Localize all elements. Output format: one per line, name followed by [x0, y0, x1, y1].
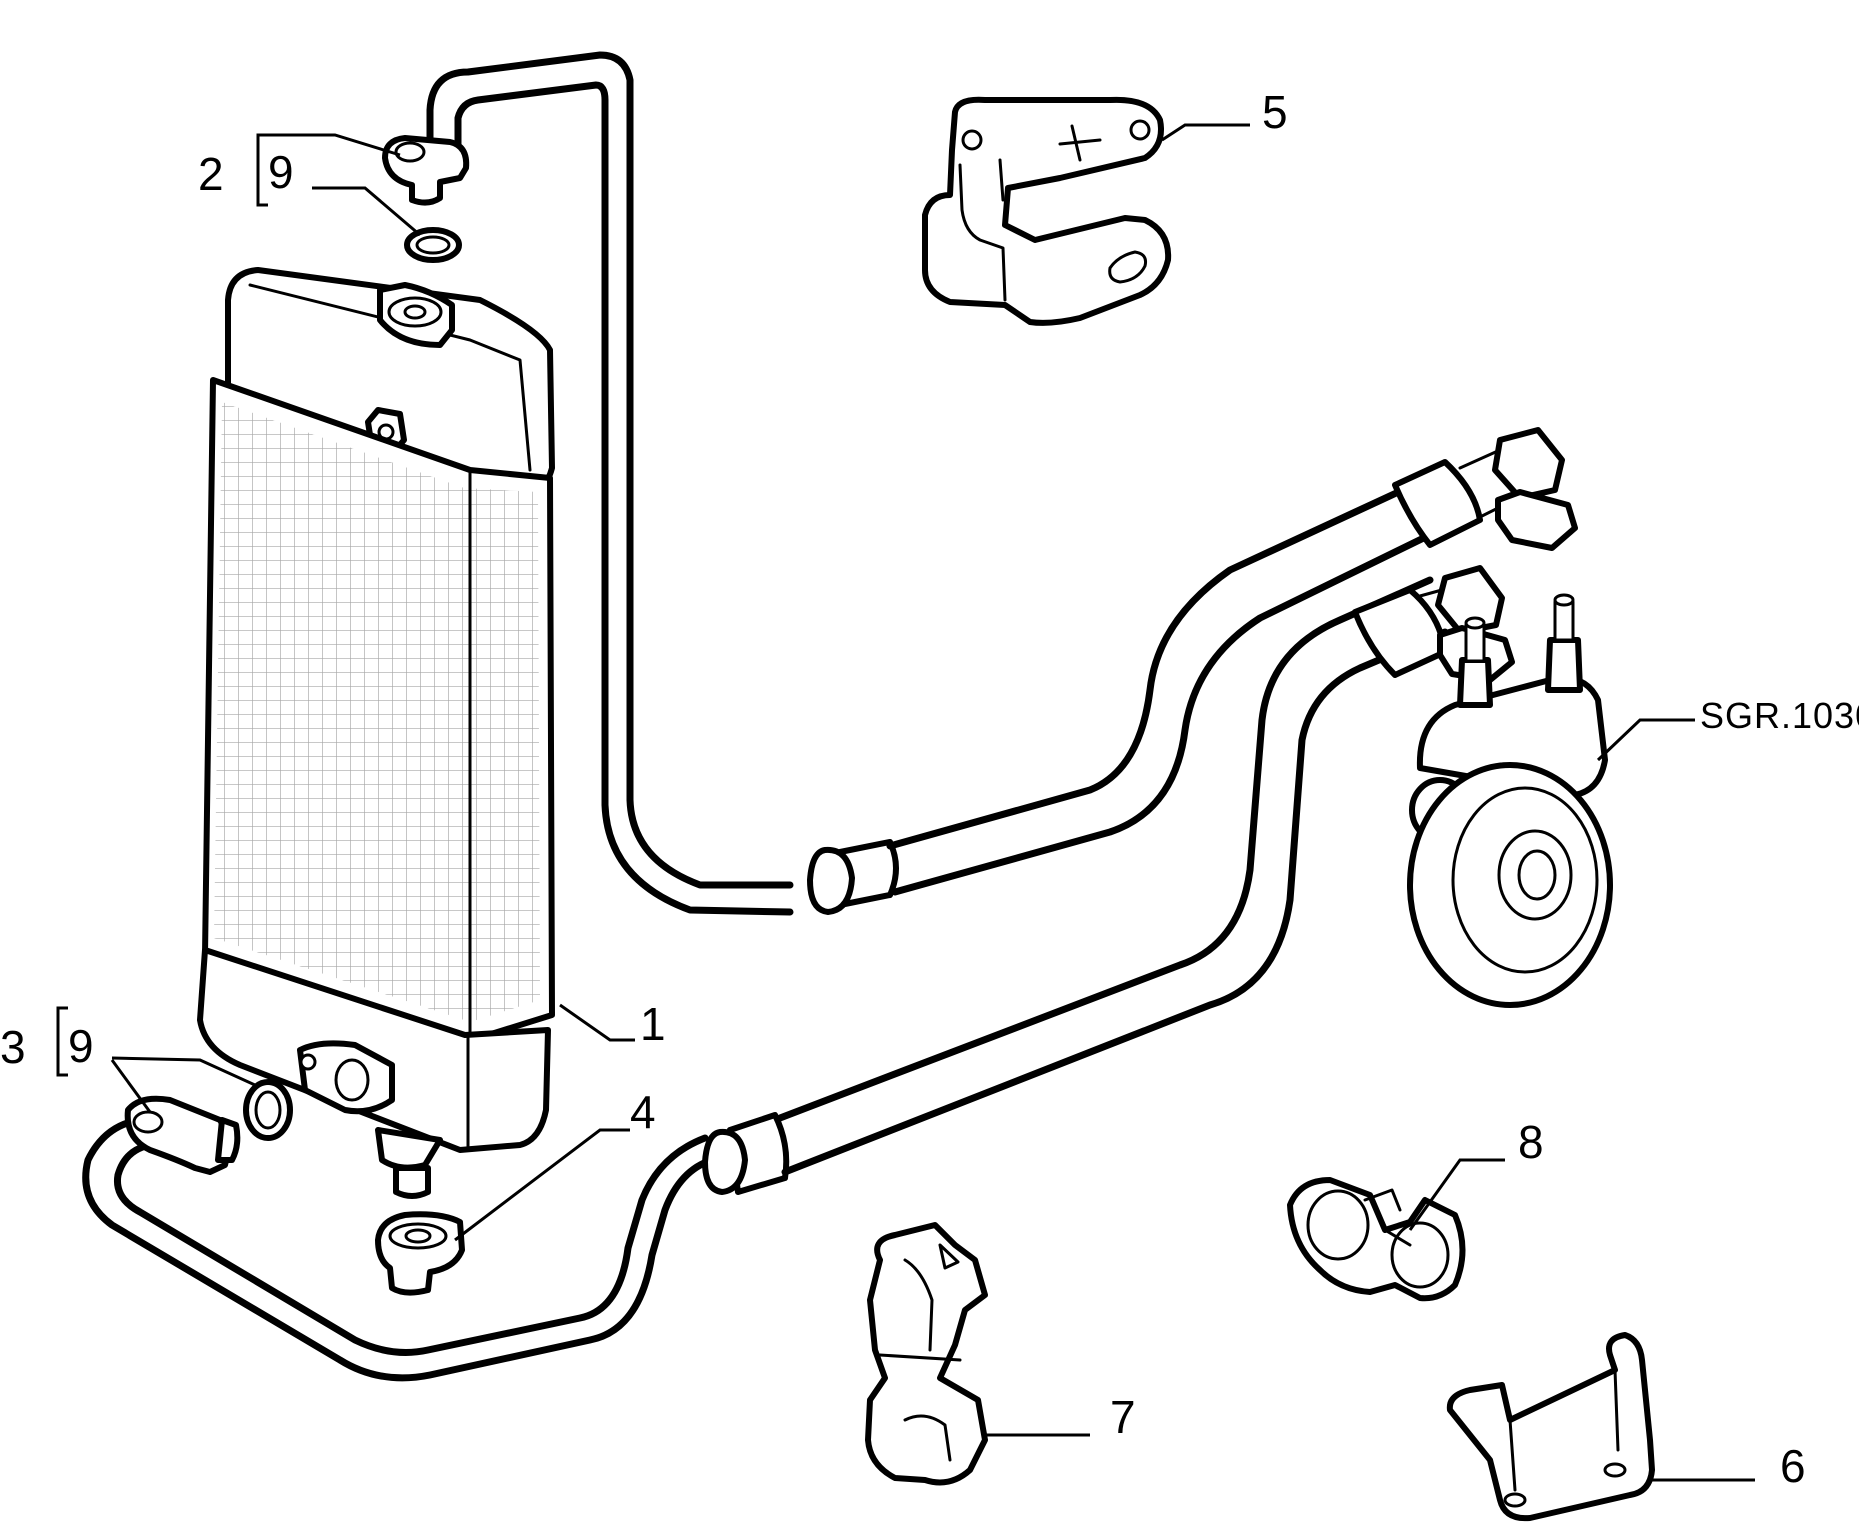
clamp-part-8	[1287, 1177, 1466, 1302]
radiator-part-1	[197, 267, 555, 1199]
callout-5: 5	[1262, 86, 1288, 138]
callout-6: 6	[1780, 1440, 1806, 1492]
callout-9-bottom: 9	[68, 1020, 94, 1072]
callout-8: 8	[1518, 1116, 1544, 1168]
upper-oil-pipe	[426, 51, 1578, 916]
oil-filter-adapter	[1407, 593, 1613, 1008]
bracket-part-5	[922, 96, 1172, 326]
lower-oil-pipe	[82, 565, 1515, 1382]
callout-9-top: 9	[268, 146, 294, 198]
banjo-fitting-part-2	[382, 135, 470, 263]
plug-part-4	[375, 1211, 465, 1296]
banjo-fitting-part-3	[124, 1079, 293, 1175]
support-part-6	[1446, 1332, 1655, 1522]
callout-2: 2	[198, 148, 224, 200]
leader-lines	[56, 123, 1755, 1482]
reference-code: SGR.10301	[1700, 695, 1859, 736]
clamp-part-7	[865, 1222, 988, 1486]
callout-1: 1	[640, 998, 666, 1050]
callout-3: 3	[0, 1021, 26, 1073]
callout-4: 4	[630, 1086, 656, 1138]
callout-7: 7	[1110, 1391, 1136, 1443]
